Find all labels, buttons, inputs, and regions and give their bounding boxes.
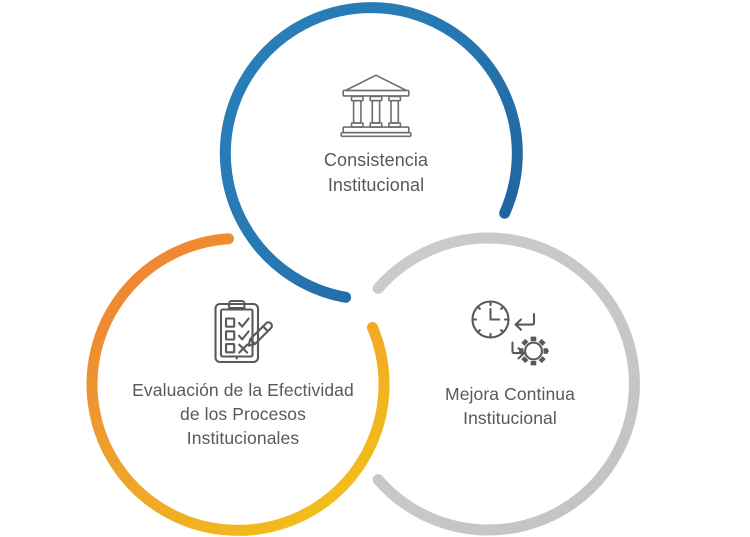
clipboard-checklist-pencil-icon [113, 298, 373, 368]
ring-arc-consistencia [219, 2, 523, 303]
ring-arc-evaluacion [86, 233, 390, 536]
clock-gear-cycle-icon [380, 298, 640, 372]
node-evaluacion-efectividad: Evaluación de la Efectividad de los Proc… [113, 298, 373, 450]
node-evaluacion-label: Evaluación de la Efectividad de los Proc… [132, 380, 354, 449]
node-consistencia-label: Consistencia Institucional [323, 150, 429, 195]
node-mejora-label: Mejora Continua Institucional [445, 384, 575, 429]
node-mejora-continua: Mejora Continua Institucional [380, 298, 640, 430]
node-consistencia-institucional: Consistencia Institucional [246, 72, 506, 198]
ring-arc-mejora [372, 232, 640, 536]
bank-institution-icon [246, 72, 506, 138]
